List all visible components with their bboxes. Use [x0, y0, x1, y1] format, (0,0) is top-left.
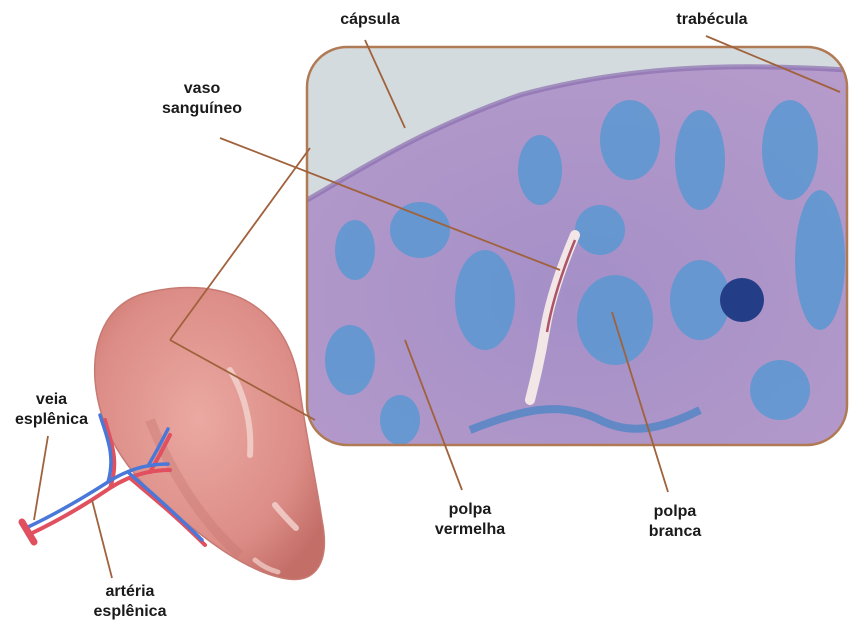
label-vaso-line2: sanguíneo: [152, 99, 252, 119]
label-polpa-branca-line2: branca: [630, 522, 720, 542]
label-polpa-branca-line1: polpa: [630, 502, 720, 522]
leader-arteria: [92, 500, 112, 578]
dark-nodule: [720, 278, 764, 322]
histology-panel: [307, 47, 847, 445]
label-capsula: cápsula: [330, 10, 410, 30]
label-polpa-branca: polpa branca: [630, 502, 720, 542]
label-vaso-line1: vaso: [152, 79, 252, 99]
label-arteria-line1: artéria: [80, 582, 180, 602]
label-veia-line2: esplênica: [4, 410, 99, 430]
label-veia-esplenica: veia esplênica: [4, 390, 99, 430]
label-polpa-vermelha: polpa vermelha: [420, 500, 520, 540]
spleen-body: [95, 287, 325, 579]
label-arteria-esplenica: artéria esplênica: [80, 582, 180, 622]
label-polpa-vermelha-line2: vermelha: [420, 520, 520, 540]
label-veia-line1: veia: [4, 390, 99, 410]
spleen-organ: [95, 287, 325, 579]
label-trabecula: trabécula: [662, 10, 762, 30]
label-arteria-line2: esplênica: [80, 602, 180, 622]
label-polpa-vermelha-line1: polpa: [420, 500, 520, 520]
leader-veia: [34, 436, 48, 520]
label-vaso-sanguineo: vaso sanguíneo: [152, 79, 252, 119]
